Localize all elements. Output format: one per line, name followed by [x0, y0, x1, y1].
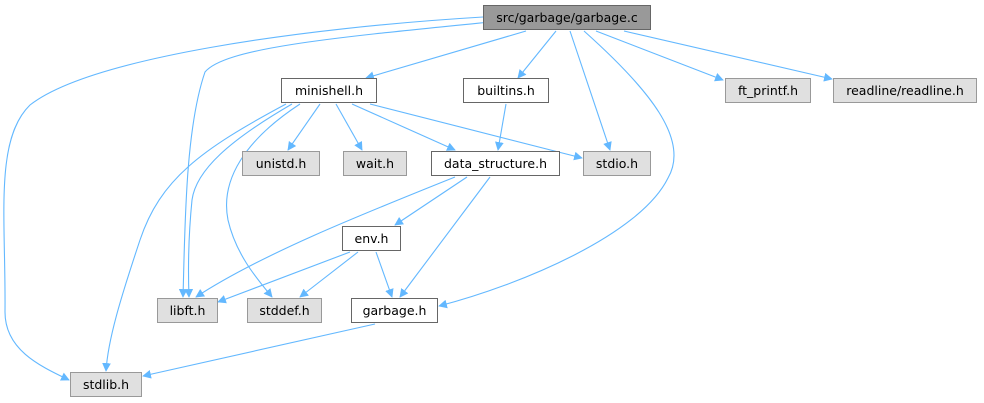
- edge-garbage-c-to-libft-h: [178, 21, 491, 298]
- edge-data-structure-h-to-garbage-h: [399, 176, 491, 298]
- edge-garbage-c-to-stdlib-h: [3, 16, 484, 381]
- edge-garbage-c-to-stdio-h: [569, 30, 612, 151]
- node-stdio-h: stdio.h: [583, 151, 651, 176]
- edge-garbage-h-to-stdlib-h: [142, 323, 376, 379]
- node-readline-h: readline/readline.h: [833, 78, 977, 103]
- node-unistd-h: unistd.h: [242, 151, 320, 176]
- edge-garbage-c-to-ft-printf-h: [595, 30, 724, 82]
- node-garbage-c[interactable]: src/garbage/garbage.c: [483, 5, 651, 30]
- node-libft-h: libft.h: [157, 298, 218, 323]
- edge-minishell-h-to-stdlib-h: [102, 103, 287, 372]
- node-ft-printf-h: ft_printf.h: [725, 78, 811, 103]
- edge-minishell-h-to-libft-h: [184, 103, 293, 298]
- edge-minishell-h-to-data-structure-h: [351, 103, 456, 151]
- edge-data-structure-h-to-libft-h: [195, 176, 456, 298]
- node-builtins-h[interactable]: builtins.h: [463, 78, 549, 103]
- edge-env-h-to-libft-h: [217, 251, 351, 304]
- edge-garbage-c-to-minishell-h: [365, 30, 527, 80]
- edge-env-h-to-garbage-h: [375, 251, 394, 298]
- node-env-h[interactable]: env.h: [342, 226, 401, 251]
- edge-builtins-h-to-data-structure-h: [495, 103, 507, 151]
- node-garbage-h[interactable]: garbage.h: [351, 298, 438, 323]
- edge-minishell-h-to-stdio-h: [369, 103, 583, 161]
- node-data-structure-h[interactable]: data_structure.h: [431, 151, 560, 176]
- edge-garbage-c-to-builtins-h: [517, 30, 557, 79]
- node-wait-h: wait.h: [343, 151, 407, 176]
- edge-env-h-to-stddef-h: [299, 251, 359, 298]
- node-stddef-h: stddef.h: [247, 298, 322, 323]
- edge-minishell-h-to-stddef-h: [226, 103, 301, 298]
- edge-garbage-c-to-garbage-h: [438, 30, 675, 309]
- edge-garbage-c-to-readline-h: [623, 30, 833, 82]
- edge-data-structure-h-to-env-h: [394, 176, 468, 226]
- edge-minishell-h-to-unistd-h: [287, 103, 321, 151]
- edge-layer: [3, 16, 833, 381]
- node-minishell-h[interactable]: minishell.h: [281, 78, 377, 103]
- edge-minishell-h-to-wait-h: [335, 103, 363, 151]
- node-stdlib-h: stdlib.h: [70, 372, 142, 397]
